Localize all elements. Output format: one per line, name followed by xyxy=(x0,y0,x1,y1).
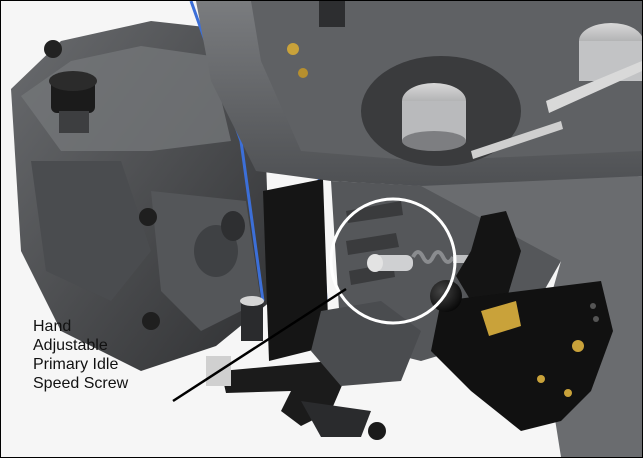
callout-leader-line xyxy=(172,287,347,403)
callout-line-3: Primary Idle xyxy=(33,356,119,373)
callout-line-4: Speed Screw xyxy=(33,375,129,392)
inlet-plug xyxy=(49,71,97,133)
venturi-bores xyxy=(361,23,642,166)
metering-block-spacer xyxy=(263,179,329,361)
highlight-circle xyxy=(329,197,457,325)
brass-fitting-top xyxy=(287,43,299,55)
callout-line-1: Hand xyxy=(33,318,72,335)
callout-label: Hand Adjustable Primary Idle Speed Screw xyxy=(33,317,183,393)
brass-fitting-small xyxy=(298,68,308,78)
vent-tube xyxy=(319,1,345,27)
callout-line-2: Adjustable xyxy=(33,337,108,354)
throttle-lever xyxy=(430,211,613,431)
